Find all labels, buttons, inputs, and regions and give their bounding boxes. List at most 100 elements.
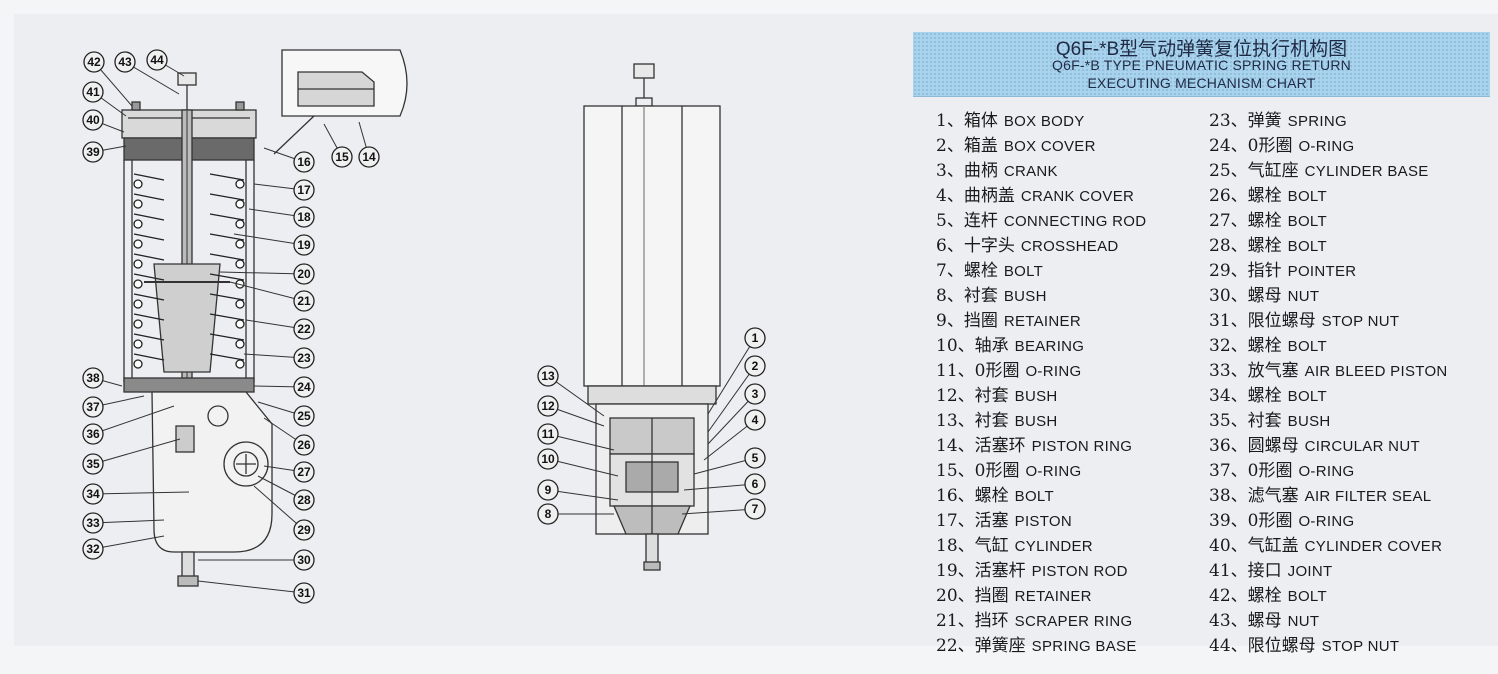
callout-circle [293,234,315,256]
callout-number: 25 [297,409,311,423]
legend-item-cn: 螺栓 [1247,336,1282,356]
legend-item-cn: 指针 [1247,261,1282,281]
legend-item-num: 23、 [1209,111,1248,131]
legend-item-en: BOX COVER [1003,138,1096,155]
legend-item-en: BOLT [1287,188,1327,205]
callout-circle [537,395,559,417]
callout-number: 35 [86,457,100,471]
legend-item-en: O-RING [1298,463,1355,480]
legend-item-cn: 限位螺母 [1247,636,1316,656]
callout-leader-line [92,405,175,435]
legend-item-cn: 螺栓 [963,261,998,281]
legend-item-en: BUSH [1014,413,1058,430]
legend-item-en: PISTON RING [1031,438,1133,455]
legend-item-num: 39、 [1209,511,1248,531]
callout-number: 5 [752,451,759,465]
callout-number: 43 [118,55,132,69]
callout-circle [744,498,766,520]
callout-circle [293,549,315,571]
callout-leader-line [547,458,619,477]
legend-item-num: 9、 [936,311,964,331]
callout-leader-line [681,508,756,515]
legend-item-num: 24、 [1209,136,1248,156]
callout-circle [537,448,559,470]
legend-item-cn: 挡环 [974,611,1009,631]
legend-item-num: 5、 [936,211,964,231]
callout-circle [293,318,315,340]
legend-item-num: 11、 [936,361,975,381]
legend-item-num: 6、 [936,236,964,256]
callout-number: 37 [86,400,100,414]
legend-item-num: 38、 [1209,486,1248,506]
legend-item-cn: 挡圈 [974,586,1009,606]
legend-item-cn: 挡圈 [963,311,998,331]
left-sectional-view [121,49,408,587]
legend-item-cn: 气缸 [974,536,1009,556]
legend-item-num: 33、 [1209,361,1248,381]
callout-circle [146,49,168,71]
legend-item-num: 10、 [936,336,975,356]
callout-number: 36 [86,427,100,441]
legend-item-cn: 衬套 [974,386,1009,406]
callout-leader-line [233,233,305,246]
callout-leader-line [703,419,756,461]
legend-item-num: 3、 [936,161,964,181]
callout-circle [293,434,315,456]
callout-number: 17 [297,183,311,197]
callout-number: 8 [545,507,552,521]
legend-item-cn: 0形圈 [974,461,1020,481]
legend-item-en: SCRAPER RING [1014,613,1133,630]
callout-number: 30 [297,553,311,567]
callout-leader-line [92,491,190,495]
drawing-area: 4243444140391615141718192021222338243725… [82,49,766,604]
legend-item-num: 35、 [1209,411,1248,431]
callout-number: 9 [545,483,552,497]
callout-number: 11 [542,427,555,441]
callout-number: 16 [297,155,311,169]
legend-item-en: AIR FILTER SEAL [1304,488,1432,505]
callout-circle [82,81,104,103]
callout-leader-line [547,375,605,417]
callout-circle [293,347,315,369]
callout-number: 15 [335,150,349,164]
callout-circle [82,453,104,475]
legend-item-cn: 活塞环 [974,436,1026,456]
callout-number: 7 [752,502,759,516]
legend-item-cn: 弹簧 [1247,111,1282,131]
legend-item-en: PISTON ROD [1031,563,1128,580]
callout-leader-line [92,535,165,550]
callout-circle [293,151,315,173]
legend-item-num: 2、 [936,136,964,156]
callout-number: 21 [297,294,311,308]
legend-item-en: STOP NUT [1321,638,1400,655]
callout-circle [82,109,104,131]
legend-item-en: PISTON [1014,513,1073,530]
callout-number: 34 [86,487,100,501]
legend-item-en: BUSH [1014,388,1058,405]
callout-number: 42 [87,55,101,69]
legend-item-cn: 箱盖 [963,136,998,156]
legend-item-num: 17、 [936,511,975,531]
legend-item-num: 30、 [1209,286,1248,306]
legend-item: 2、箱盖 BOX COVER [936,131,1146,156]
callout-leader-line [683,483,756,491]
callout-circle [358,146,380,168]
callout-circle [82,538,104,560]
callout-circle [537,503,559,525]
legend-item-en: JOINT [1287,563,1333,580]
legend-item-en: BOLT [1287,388,1327,405]
legend-item-num: 26、 [1209,186,1248,206]
legend-item-num: 8、 [936,286,964,306]
